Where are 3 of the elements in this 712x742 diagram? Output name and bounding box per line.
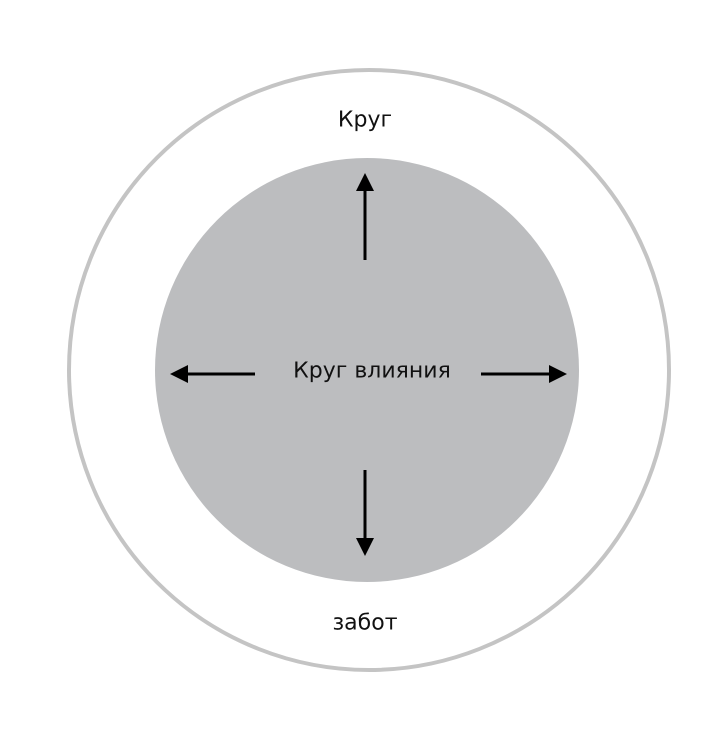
circle-label: Круг влияния xyxy=(293,358,451,384)
circle-label: Круг xyxy=(338,108,392,132)
circle-label: забот xyxy=(332,610,398,636)
